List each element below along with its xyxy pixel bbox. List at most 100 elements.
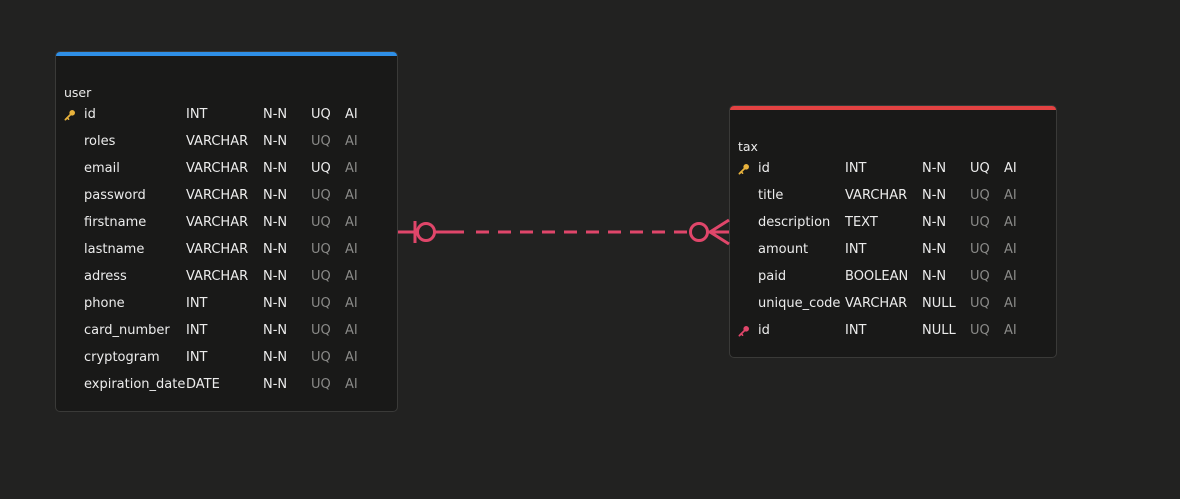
column-nullability: N-N — [263, 269, 288, 284]
column-nullability: N-N — [263, 296, 288, 311]
column-name: adress — [84, 269, 127, 284]
foreign-key-icon — [738, 326, 749, 337]
column-autoincrement-flag: AI — [1004, 161, 1017, 176]
column-nullability: N-N — [922, 188, 947, 203]
column-unique-flag: UQ — [970, 269, 990, 284]
column-nullability: N-N — [263, 350, 288, 365]
column-name: cryptogram — [84, 350, 160, 365]
table-title: user — [64, 85, 92, 100]
column-autoincrement-flag: AI — [345, 215, 358, 230]
column-nullability: NULL — [922, 296, 956, 311]
column-name: paid — [758, 269, 787, 284]
column-autoincrement-flag: AI — [345, 134, 358, 149]
column-name: phone — [84, 296, 125, 311]
column-unique-flag: UQ — [311, 377, 331, 392]
column-nullability: N-N — [922, 242, 947, 257]
column-unique-flag: UQ — [970, 323, 990, 338]
column-type: VARCHAR — [186, 242, 249, 257]
column-autoincrement-flag: AI — [345, 161, 358, 176]
column-nullability: N-N — [263, 377, 288, 392]
column-type: BOOLEAN — [845, 269, 909, 284]
column-nullability: N-N — [263, 323, 288, 338]
column-autoincrement-flag: AI — [1004, 242, 1017, 257]
column-unique-flag: UQ — [311, 323, 331, 338]
column-type: INT — [845, 323, 867, 338]
column-unique-flag: UQ — [311, 215, 331, 230]
column-type: DATE — [186, 377, 220, 392]
column-type: INT — [186, 107, 208, 122]
column-autoincrement-flag: AI — [1004, 296, 1017, 311]
column-row-cryptogram[interactable]: cryptogram INT N-N UQ AI — [56, 344, 397, 371]
column-row-id[interactable]: id INT NULL UQ AI — [730, 317, 1056, 344]
cardinality-zero-circle-start — [416, 222, 436, 242]
column-name: amount — [758, 242, 809, 257]
column-type: VARCHAR — [186, 161, 249, 176]
column-autoincrement-flag: AI — [345, 350, 358, 365]
column-name: expiration_date — [84, 377, 186, 392]
primary-key-icon — [738, 164, 749, 175]
cardinality-zero-circle-end — [689, 222, 709, 242]
column-autoincrement-flag: AI — [345, 269, 358, 284]
column-type: INT — [186, 323, 208, 338]
cardinality-crowfoot — [707, 218, 730, 246]
column-nullability: N-N — [263, 134, 288, 149]
column-unique-flag: UQ — [311, 242, 331, 257]
column-type: VARCHAR — [845, 296, 908, 311]
column-row-unique_code[interactable]: unique_code VARCHAR NULL UQ AI — [730, 290, 1056, 317]
column-autoincrement-flag: AI — [1004, 269, 1017, 284]
column-name: unique_code — [758, 296, 841, 311]
column-unique-flag: UQ — [970, 296, 990, 311]
table-accent-bar — [56, 52, 397, 56]
column-unique-flag: UQ — [311, 161, 331, 176]
column-type: INT — [845, 161, 867, 176]
column-unique-flag: UQ — [970, 161, 990, 176]
column-unique-flag: UQ — [970, 215, 990, 230]
column-type: VARCHAR — [186, 215, 249, 230]
column-name: card_number — [84, 323, 170, 338]
column-autoincrement-flag: AI — [345, 296, 358, 311]
column-unique-flag: UQ — [311, 107, 331, 122]
column-autoincrement-flag: AI — [1004, 323, 1017, 338]
column-autoincrement-flag: AI — [345, 242, 358, 257]
column-unique-flag: UQ — [311, 296, 331, 311]
column-autoincrement-flag: AI — [345, 188, 358, 203]
column-type: VARCHAR — [845, 188, 908, 203]
column-autoincrement-flag: AI — [345, 107, 358, 122]
column-type: VARCHAR — [186, 188, 249, 203]
column-autoincrement-flag: AI — [345, 377, 358, 392]
column-autoincrement-flag: AI — [1004, 188, 1017, 203]
column-nullability: N-N — [263, 188, 288, 203]
column-name: id — [758, 323, 770, 338]
column-nullability: N-N — [263, 161, 288, 176]
primary-key-icon — [64, 110, 75, 121]
column-name: password — [84, 188, 146, 203]
column-unique-flag: UQ — [311, 350, 331, 365]
column-unique-flag: UQ — [970, 242, 990, 257]
column-nullability: N-N — [922, 215, 947, 230]
column-nullability: N-N — [263, 107, 288, 122]
column-type: INT — [186, 350, 208, 365]
column-nullability: N-N — [263, 242, 288, 257]
column-nullability: NULL — [922, 323, 956, 338]
column-autoincrement-flag: AI — [1004, 215, 1017, 230]
table-title: tax — [738, 139, 758, 154]
